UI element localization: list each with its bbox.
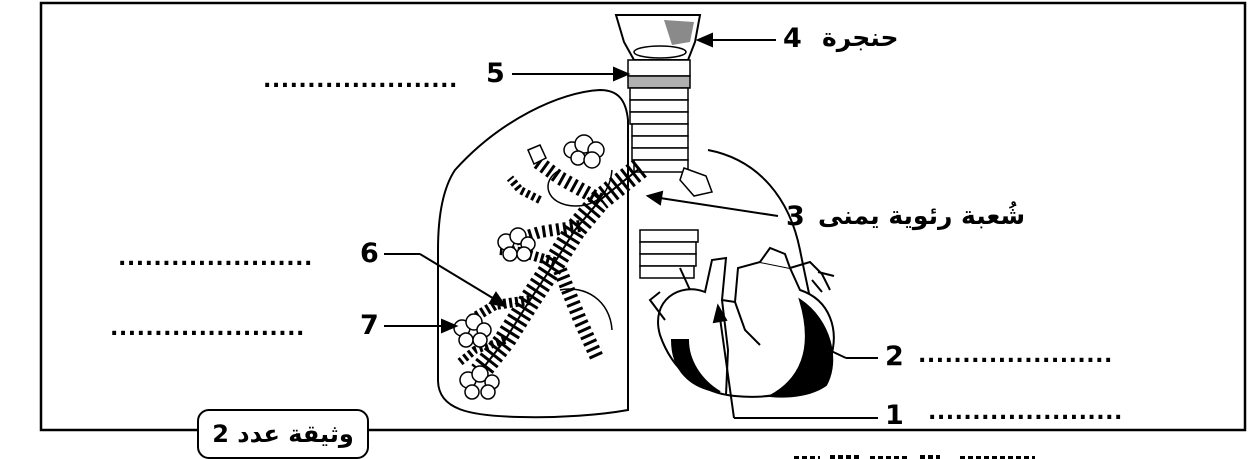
label-right-bronchus: شُعبة رئوية يمنى: [818, 203, 1025, 228]
label-number-2: 2: [885, 343, 904, 370]
alveoli-cluster-7: [454, 314, 491, 347]
answer-blank-7[interactable]: ......................: [110, 318, 305, 340]
larynx: [616, 15, 700, 60]
answer-blank-5[interactable]: ......................: [263, 70, 458, 92]
label-number-4: 4: [783, 25, 802, 52]
trachea: [628, 60, 690, 172]
label-number-7: 7: [360, 312, 379, 339]
left-bronchus: [680, 168, 712, 196]
document-tag-text: وثيقة عدد 2: [212, 420, 354, 448]
alveoli-cluster-top: [564, 135, 604, 168]
right-lung-outline: [438, 90, 628, 417]
answer-blank-2[interactable]: ......................: [918, 345, 1113, 367]
document-tag: وثيقة عدد 2: [197, 409, 369, 459]
answer-blank-1[interactable]: ......................: [928, 402, 1123, 424]
lower-lobe-curve: [560, 289, 612, 330]
label-larynx: حنجرة: [822, 25, 899, 50]
answer-blank-6[interactable]: ......................: [118, 248, 313, 270]
cropped-text-fragment: [790, 446, 1040, 459]
pulmonary-vessels: [640, 230, 698, 278]
label-number-6: 6: [360, 240, 379, 267]
bronchus-tip: [528, 145, 546, 164]
label-number-3: 3: [786, 203, 805, 230]
label-number-5: 5: [486, 60, 505, 87]
label-number-1: 1: [885, 402, 904, 429]
